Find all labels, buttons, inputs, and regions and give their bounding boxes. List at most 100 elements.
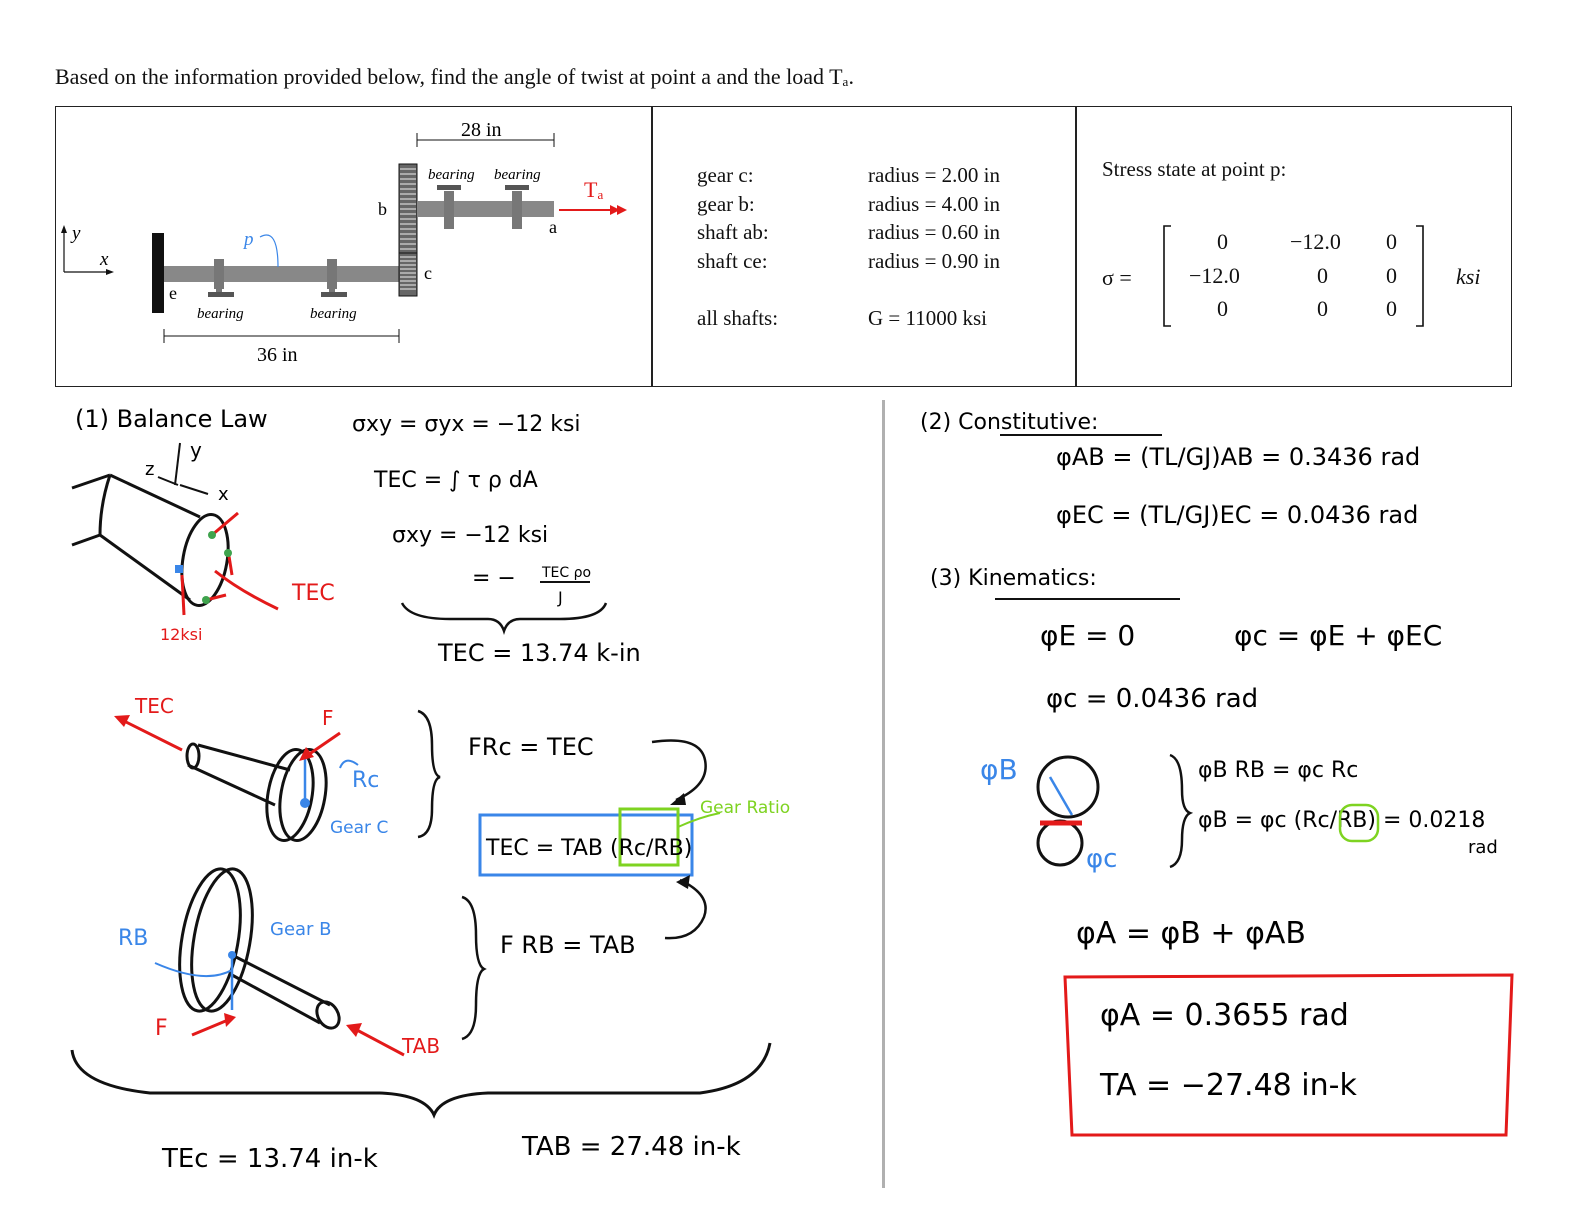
- axis-x-label: x: [99, 249, 109, 270]
- big-brace: [70, 1042, 772, 1119]
- phi-ab: φAB = (TL/GJ)AB = 0.3436 rad: [1056, 443, 1420, 471]
- phi-c-eq: φc = φE + φEC: [1234, 619, 1442, 652]
- prop-name: gear c:: [697, 163, 754, 187]
- gear-ratio-label: Gear Ratio: [700, 798, 790, 818]
- stress-matrix-brackets: [1163, 225, 1424, 327]
- balance-heading: (1) Balance Law: [75, 405, 268, 433]
- rad-label: rad: [1468, 837, 1498, 858]
- matrix-cell: 0: [1386, 263, 1397, 288]
- gear-b-label: Gear B: [270, 919, 332, 940]
- matrix-cell: 0: [1386, 296, 1397, 321]
- problem-statement: Based on the information provided below,…: [55, 64, 855, 89]
- gear-ratio-box: [618, 807, 680, 867]
- box-divider: [1075, 107, 1077, 386]
- gear-sketch-tec: TEC: [134, 694, 174, 718]
- bottom-tec: TEc = 13.74 in-k: [161, 1144, 378, 1174]
- eq-num: TEC ρo: [541, 565, 591, 581]
- gear-c-circle: [1036, 819, 1084, 867]
- phi-a-eq: φA = φB + φAB: [1076, 916, 1306, 951]
- eq-frb: F RB = TAB: [500, 931, 636, 959]
- matrix-cell: 0: [1317, 263, 1328, 288]
- matrix-cell: 0: [1317, 296, 1328, 321]
- matrix-cell: 0: [1217, 229, 1228, 254]
- label-e: e: [169, 283, 177, 303]
- tec-result: TEC = 13.74 k-in: [437, 639, 641, 667]
- eq-minus: = −: [472, 566, 516, 591]
- gear-c-sketch: [185, 742, 328, 842]
- bearing-icon: [321, 259, 347, 297]
- axis-y-label: y: [70, 223, 81, 244]
- prop-value: radius = 4.00 in: [868, 192, 1000, 216]
- gear-f2: F: [155, 1016, 168, 1041]
- fbd-axis-z: z: [145, 459, 154, 480]
- prop-value: radius = 0.90 in: [868, 249, 1000, 273]
- matrix-cell: 0: [1386, 229, 1397, 254]
- prop-name: shaft ab:: [697, 220, 769, 244]
- box-eq: TEC = TAB (Rc/RB): [485, 836, 692, 861]
- bearing-label: bearing: [197, 306, 244, 322]
- label-ta: Tₐ: [584, 177, 603, 202]
- label-b: b: [378, 199, 387, 219]
- problem-box: 28 in y x bearing bearing: [55, 106, 1512, 387]
- gear-rc: Rc: [352, 768, 379, 793]
- fbd-axis-x: x: [218, 484, 229, 505]
- eq-frc: FRc = TEC: [468, 733, 594, 761]
- bearing-icon: [505, 185, 529, 229]
- right-work: (2) Constitutive: φAB = (TL/GJ)AB = 0.34…: [920, 410, 1514, 1137]
- bearing-icon: [437, 185, 461, 229]
- prop-value: radius = 0.60 in: [868, 220, 1000, 244]
- constitutive-heading: (2) Constitutive:: [920, 410, 1098, 435]
- stress-unit: ksi: [1456, 264, 1481, 289]
- brace: [400, 602, 608, 635]
- bottom-tab: TAB = 27.48 in-k: [521, 1132, 741, 1162]
- label-p: p: [242, 229, 254, 250]
- rb-label: RB: [118, 926, 148, 951]
- shaft-ce: [164, 266, 401, 282]
- fbd-axis-y: y: [190, 438, 202, 462]
- shear-stress-arrows: [180, 511, 279, 616]
- phi-e: φE = 0: [1040, 619, 1135, 652]
- left-work: (1) Balance Law y z x TEC 12ksi σxy = σy…: [70, 405, 790, 1174]
- label-c: c: [424, 263, 432, 283]
- dim-bottom: 36 in: [257, 344, 298, 366]
- work-divider: [882, 400, 885, 1188]
- gear-f1: F: [322, 706, 334, 730]
- answer-box: [1063, 973, 1514, 1137]
- prop-name: shaft ce:: [697, 249, 768, 273]
- bearing-icon: [208, 259, 234, 297]
- matrix-cell: −12.0: [1290, 229, 1341, 254]
- bearing-label: bearing: [428, 167, 475, 183]
- shaft-diagram: 28 in y x bearing bearing: [61, 119, 627, 366]
- matrix-cell: −12.0: [1189, 263, 1240, 288]
- phi-c-label: φc: [1086, 844, 1117, 874]
- gear-c-label: Gear C: [330, 818, 388, 838]
- gear-b-sketch: [178, 867, 341, 1030]
- fbd-12ksi: 12ksi: [160, 625, 202, 644]
- eq-sigma-xy: σxy = σyx = −12 ksi: [352, 412, 581, 437]
- phi-ec: φEC = (TL/GJ)EC = 0.0436 rad: [1056, 501, 1418, 529]
- eq-tec-integral: TEC = ∫ τ ρ dA: [373, 468, 538, 493]
- shaft-ab: [417, 201, 554, 217]
- boxed-equation: [478, 813, 694, 877]
- answer-t: TA = −27.48 in-k: [1099, 1068, 1357, 1103]
- prop-value: G = 11000 ksi: [868, 306, 987, 330]
- sigma-symbol: σ =: [1102, 265, 1132, 290]
- gear-b-circle: [1036, 755, 1100, 819]
- bearing-label: bearing: [494, 167, 541, 183]
- eq-phib1: φB RB = φc Rc: [1198, 758, 1358, 783]
- phi-c-val: φc = 0.0436 rad: [1046, 684, 1258, 714]
- eq-sigma-xy-2: σxy = −12 ksi: [392, 523, 548, 548]
- stress-heading: Stress state at point p:: [1102, 157, 1287, 181]
- kinematics-heading: (3) Kinematics:: [930, 566, 1097, 591]
- prop-name: gear b:: [697, 192, 755, 216]
- wall-support: [152, 233, 164, 313]
- fbd-tec: TEC: [291, 581, 335, 606]
- answer-phi: φA = 0.3655 rad: [1100, 998, 1349, 1033]
- dim-top: 28 in: [461, 119, 502, 141]
- matrix-cell: 0: [1217, 296, 1228, 321]
- gear-tab: TAB: [401, 1034, 440, 1058]
- prop-name: all shafts:: [697, 306, 779, 330]
- fbd-shaft-sketch: [71, 473, 230, 607]
- eq-den: J: [557, 588, 563, 607]
- gear-c: [398, 252, 418, 297]
